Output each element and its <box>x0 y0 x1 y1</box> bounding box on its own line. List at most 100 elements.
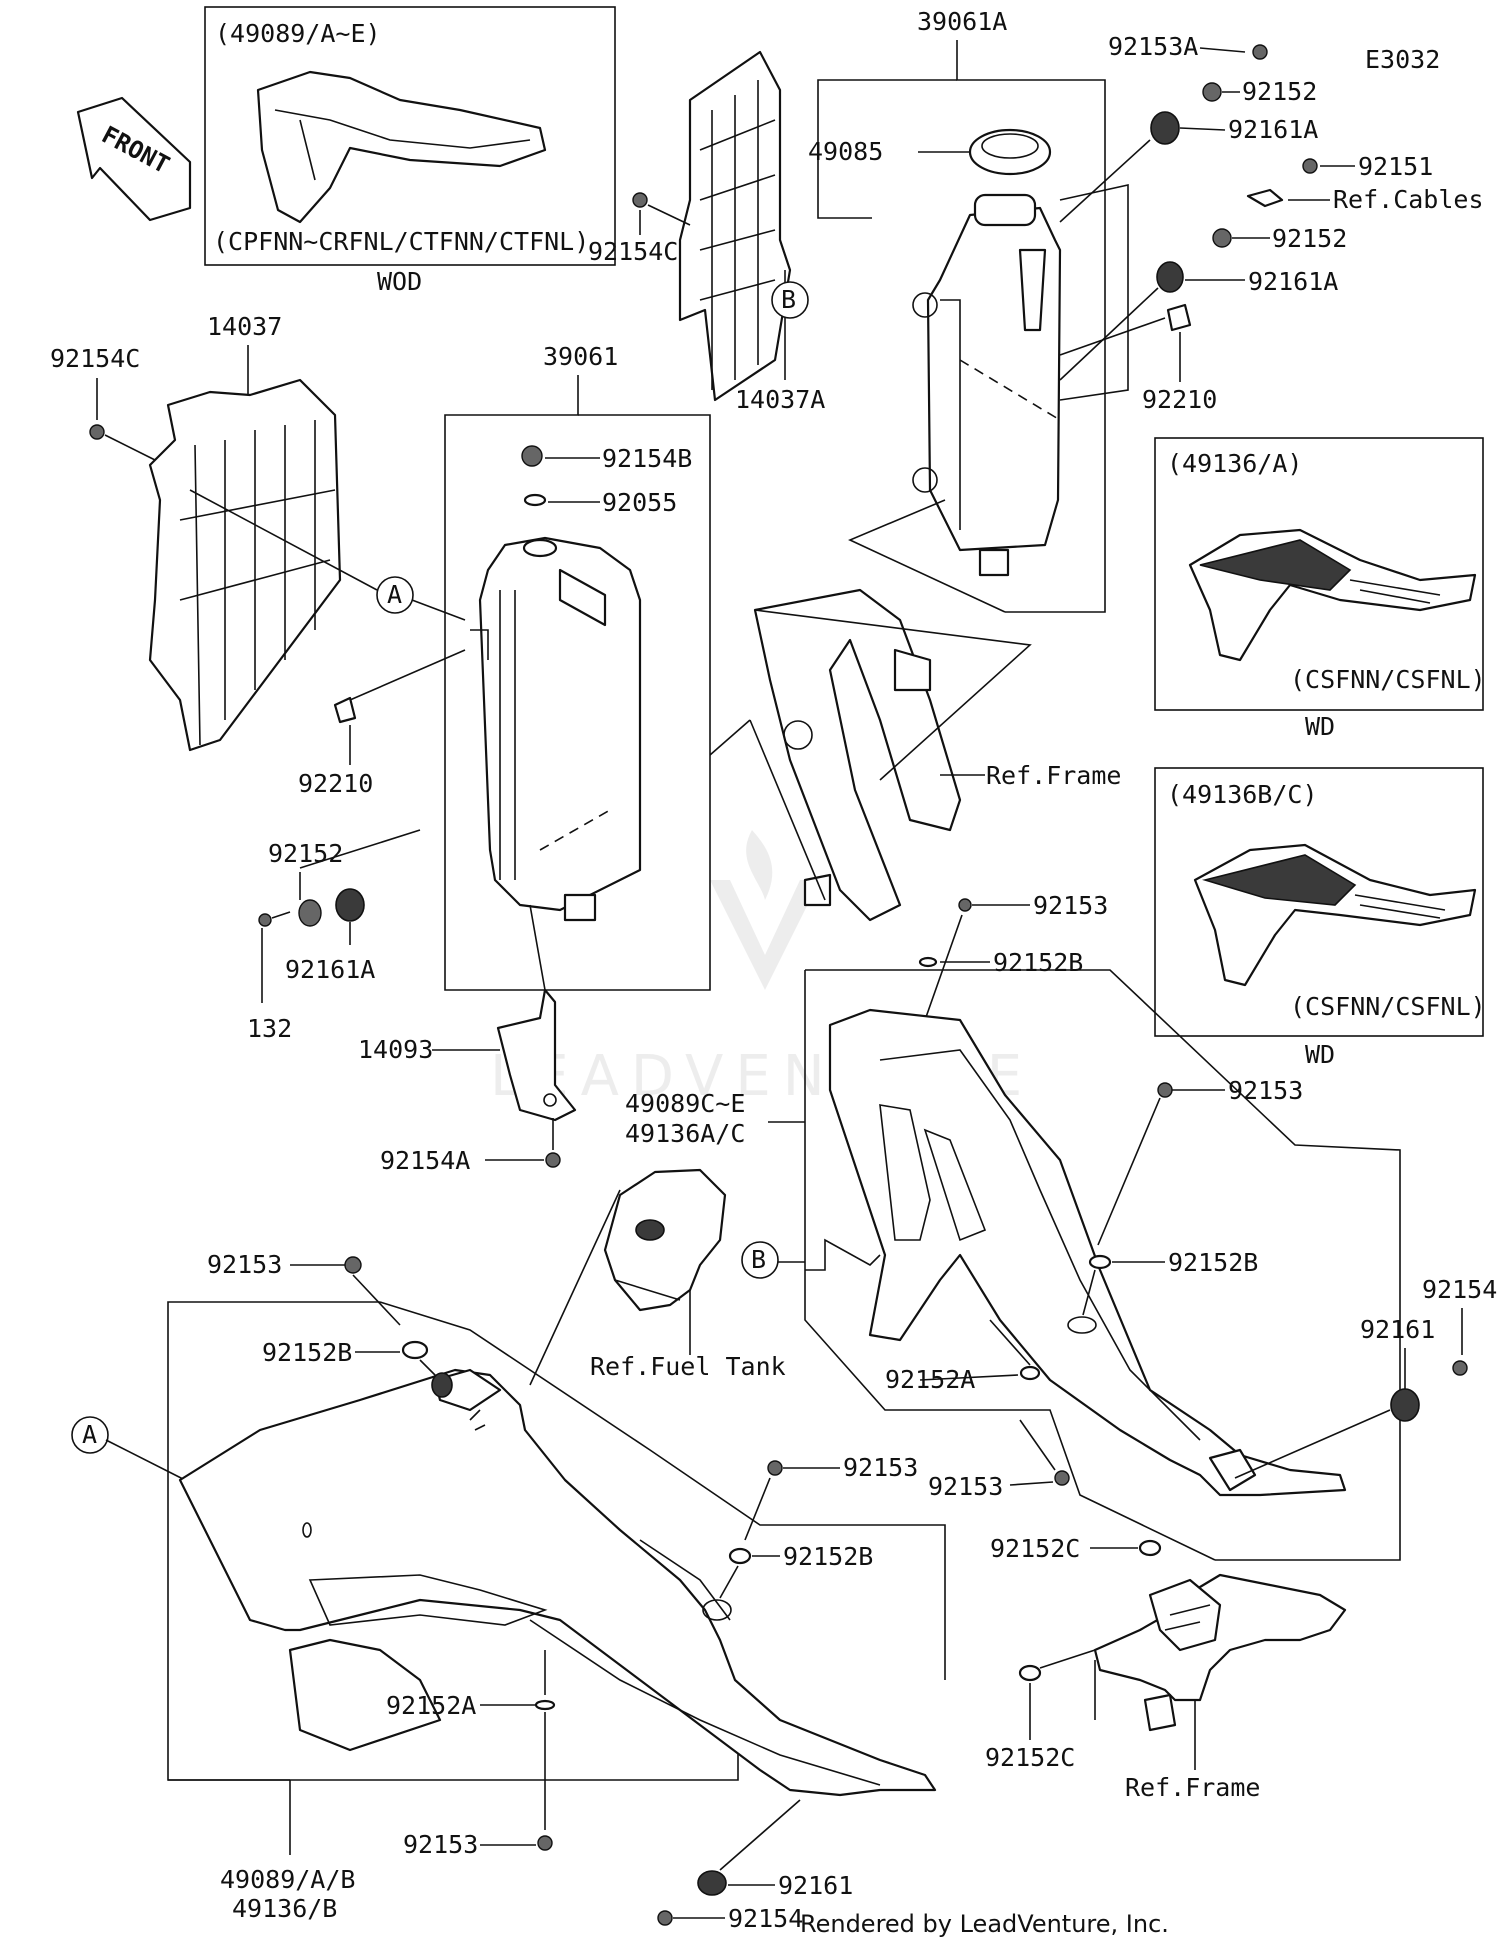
option-box-variants: (CSFNN/CSFNL) <box>1290 992 1486 1021</box>
washer-icon <box>534 1699 556 1711</box>
label-92154B: 92154B <box>602 444 692 473</box>
option-box-part: (49136B/C) <box>1167 780 1318 809</box>
option-box-wd-a <box>1154 437 1484 711</box>
washer-icon <box>523 493 547 507</box>
label-132: 132 <box>247 1014 292 1043</box>
label-39061: 39061 <box>543 342 618 371</box>
label-49089-A-B: 49089/A/B <box>220 1865 355 1894</box>
label-92152-left: 92152 <box>268 839 343 868</box>
option-box-part: (49136/A) <box>1167 449 1302 478</box>
label-92153-lowcenter: 92153 <box>928 1472 1003 1501</box>
grommet-icon <box>1156 261 1184 293</box>
option-box-caption: WOD <box>377 267 422 296</box>
label-ref-cables: Ref.Cables <box>1333 185 1484 214</box>
label-92154C-left: 92154C <box>50 344 140 373</box>
side-cover-right <box>828 1008 1347 1497</box>
washer-icon <box>1019 1365 1041 1381</box>
label-ref-frame-top: Ref.Frame <box>986 761 1121 790</box>
grommet-icon <box>1150 111 1180 145</box>
label-92151: 92151 <box>1358 152 1433 181</box>
label-92161A-mid: 92161A <box>1248 267 1338 296</box>
shroud-wod-illustration <box>256 70 547 224</box>
label-92161A-left: 92161A <box>285 955 375 984</box>
bolt-icon <box>958 898 972 912</box>
frame-section-bottom <box>1093 1573 1347 1732</box>
render-credit: Rendered by LeadVenture, Inc. <box>800 1910 1169 1938</box>
label-92152B-right: 92152B <box>1168 1248 1258 1277</box>
shroud-wd-a-illustration <box>1188 528 1477 662</box>
callout-b-icon <box>771 281 809 319</box>
collar-icon <box>1202 82 1222 102</box>
collar-icon <box>1138 1539 1162 1557</box>
washer-icon <box>728 1547 752 1565</box>
bolt-icon <box>1452 1360 1468 1376</box>
clip-nut-icon <box>1166 303 1192 332</box>
label-92161A: 92161A <box>1228 115 1318 144</box>
callout-b: B <box>751 1245 766 1274</box>
callout-a: A <box>387 580 402 609</box>
label-92161-right: 92161 <box>1360 1315 1435 1344</box>
label-92055: 92055 <box>602 488 677 517</box>
front-arrow: FRONT <box>76 96 192 222</box>
label-92152A-center: 92152A <box>885 1365 975 1394</box>
label-92153-center: 92153 <box>1033 891 1108 920</box>
washer-icon <box>918 956 938 968</box>
option-box-wod <box>204 6 616 266</box>
radiator-right <box>912 193 1062 577</box>
label-92153-left: 92153 <box>207 1250 282 1279</box>
callout-b-icon <box>741 1241 779 1279</box>
bolt-icon <box>657 1910 673 1926</box>
bolt-icon <box>545 1152 561 1168</box>
bolt-icon <box>632 192 648 208</box>
label-92210-left: 92210 <box>298 769 373 798</box>
option-box-variants: (CSFNN/CSFNL) <box>1290 665 1486 694</box>
bolt-icon <box>89 424 105 440</box>
bolt-icon <box>1302 158 1318 174</box>
label-39061A: 39061A <box>917 7 1007 36</box>
bolt-icon <box>344 1256 362 1274</box>
shroud-wd-bc-illustration <box>1193 843 1477 987</box>
label-92210-right: 92210 <box>1142 385 1217 414</box>
bolt-icon <box>1157 1082 1173 1098</box>
option-box-caption: WD <box>1305 712 1335 741</box>
bolt-icon <box>1252 44 1268 60</box>
label-ref-fuel-tank: Ref.Fuel Tank <box>590 1352 786 1381</box>
callout-b: B <box>781 285 796 314</box>
label-14093: 14093 <box>358 1035 433 1064</box>
radiator-louver-right <box>678 50 792 402</box>
collar-icon <box>298 899 322 927</box>
side-cover-left <box>178 1368 937 1797</box>
label-92152C-bottom: 92152C <box>985 1743 1075 1772</box>
label-ref-frame-bottom: Ref.Frame <box>1125 1773 1260 1802</box>
fuel-tank-reference <box>603 1168 727 1312</box>
label-92153-right: 92153 <box>1228 1076 1303 1105</box>
collar-icon <box>1212 228 1232 248</box>
label-49136-B: 49136/B <box>232 1894 337 1923</box>
option-box-caption: WD <box>1305 1040 1335 1069</box>
callout-a-icon <box>376 576 414 614</box>
cable-clamp-icon <box>1246 188 1284 208</box>
label-92152A-bottom: 92152A <box>386 1691 476 1720</box>
label-92152C-right: 92152C <box>990 1534 1080 1563</box>
callout-a-icon <box>71 1416 109 1454</box>
label-92154C: 92154C <box>588 237 678 266</box>
label-92152B-left: 92152B <box>262 1338 352 1367</box>
label-92161-bottom: 92161 <box>778 1871 853 1900</box>
diagram-code: E3032 <box>1365 45 1440 74</box>
radiator-guard <box>496 988 577 1122</box>
radiator-cap-icon <box>968 128 1052 176</box>
radiator-left <box>470 536 642 922</box>
label-92152: 92152 <box>1242 77 1317 106</box>
callout-a: A <box>82 1420 97 1449</box>
bolt-icon <box>767 1460 783 1476</box>
label-49089C-E: 49089C~E <box>625 1089 745 1118</box>
label-92152B-center: 92152B <box>993 948 1083 977</box>
label-92153-shroud: 92153 <box>843 1453 918 1482</box>
label-49085: 49085 <box>808 137 883 166</box>
collar-icon <box>1018 1664 1042 1682</box>
grommet-icon <box>1390 1388 1420 1422</box>
option-box-variants: (CPFNN~CRFNL/CTFNN/CTFNL) <box>213 227 589 256</box>
label-92154-bottom: 92154 <box>728 1904 803 1933</box>
washer-icon <box>401 1340 429 1360</box>
